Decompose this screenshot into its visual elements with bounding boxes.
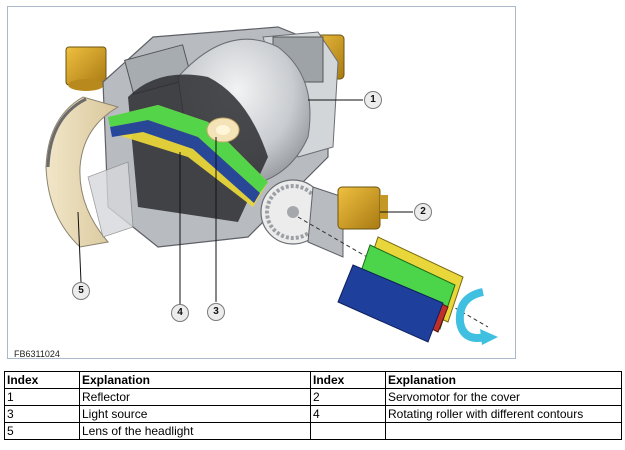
callout-5: 5 (72, 282, 90, 300)
rotating-roller (108, 105, 268, 207)
header-explanation-2: Explanation (385, 371, 622, 389)
header-index-1: Index (4, 371, 80, 389)
rear-motor (65, 46, 107, 91)
legend-table: Index Explanation Index Explanation 1 Re… (4, 371, 622, 440)
header-index-2: Index (310, 371, 386, 389)
rotation-arrow-icon (455, 288, 498, 345)
table-cell: 5 (4, 422, 80, 440)
callout-4: 4 (171, 304, 189, 322)
callout-3: 3 (207, 303, 225, 321)
table-cell (385, 422, 622, 440)
table-cell: Lens of the headlight (79, 422, 311, 440)
table-cell: 2 (310, 388, 386, 406)
axis-line (297, 216, 489, 328)
gear-wheel (260, 179, 344, 258)
table-cell: 1 (4, 388, 80, 406)
light-source (206, 117, 240, 143)
table-row: 5 Lens of the headlight (4, 422, 622, 440)
table-cell (310, 422, 386, 440)
leader-lines (77, 99, 413, 304)
headlight-lens (45, 96, 134, 248)
table-cell: 3 (4, 405, 80, 423)
header-explanation-1: Explanation (79, 371, 311, 389)
servomotor (337, 186, 388, 230)
callout-1: 1 (364, 91, 382, 109)
table-row: 3 Light source 4 Rotating roller with di… (4, 405, 622, 423)
callout-2: 2 (414, 203, 432, 221)
headlight-diagram: 1 2 3 4 5 FB6311024 (7, 6, 516, 359)
legend-header-row: Index Explanation Index Explanation (4, 371, 622, 389)
table-cell: Light source (79, 405, 311, 423)
table-cell: 4 (310, 405, 386, 423)
figure-code: FB6311024 (14, 349, 60, 359)
table-cell: Rotating roller with different contours (385, 405, 622, 423)
table-cell: Servomotor for the cover (385, 388, 622, 406)
table-row: 1 Reflector 2 Servomotor for the cover (4, 388, 622, 406)
headlight-illustration (45, 26, 498, 345)
table-cell: Reflector (79, 388, 311, 406)
cover-panels (337, 236, 464, 343)
